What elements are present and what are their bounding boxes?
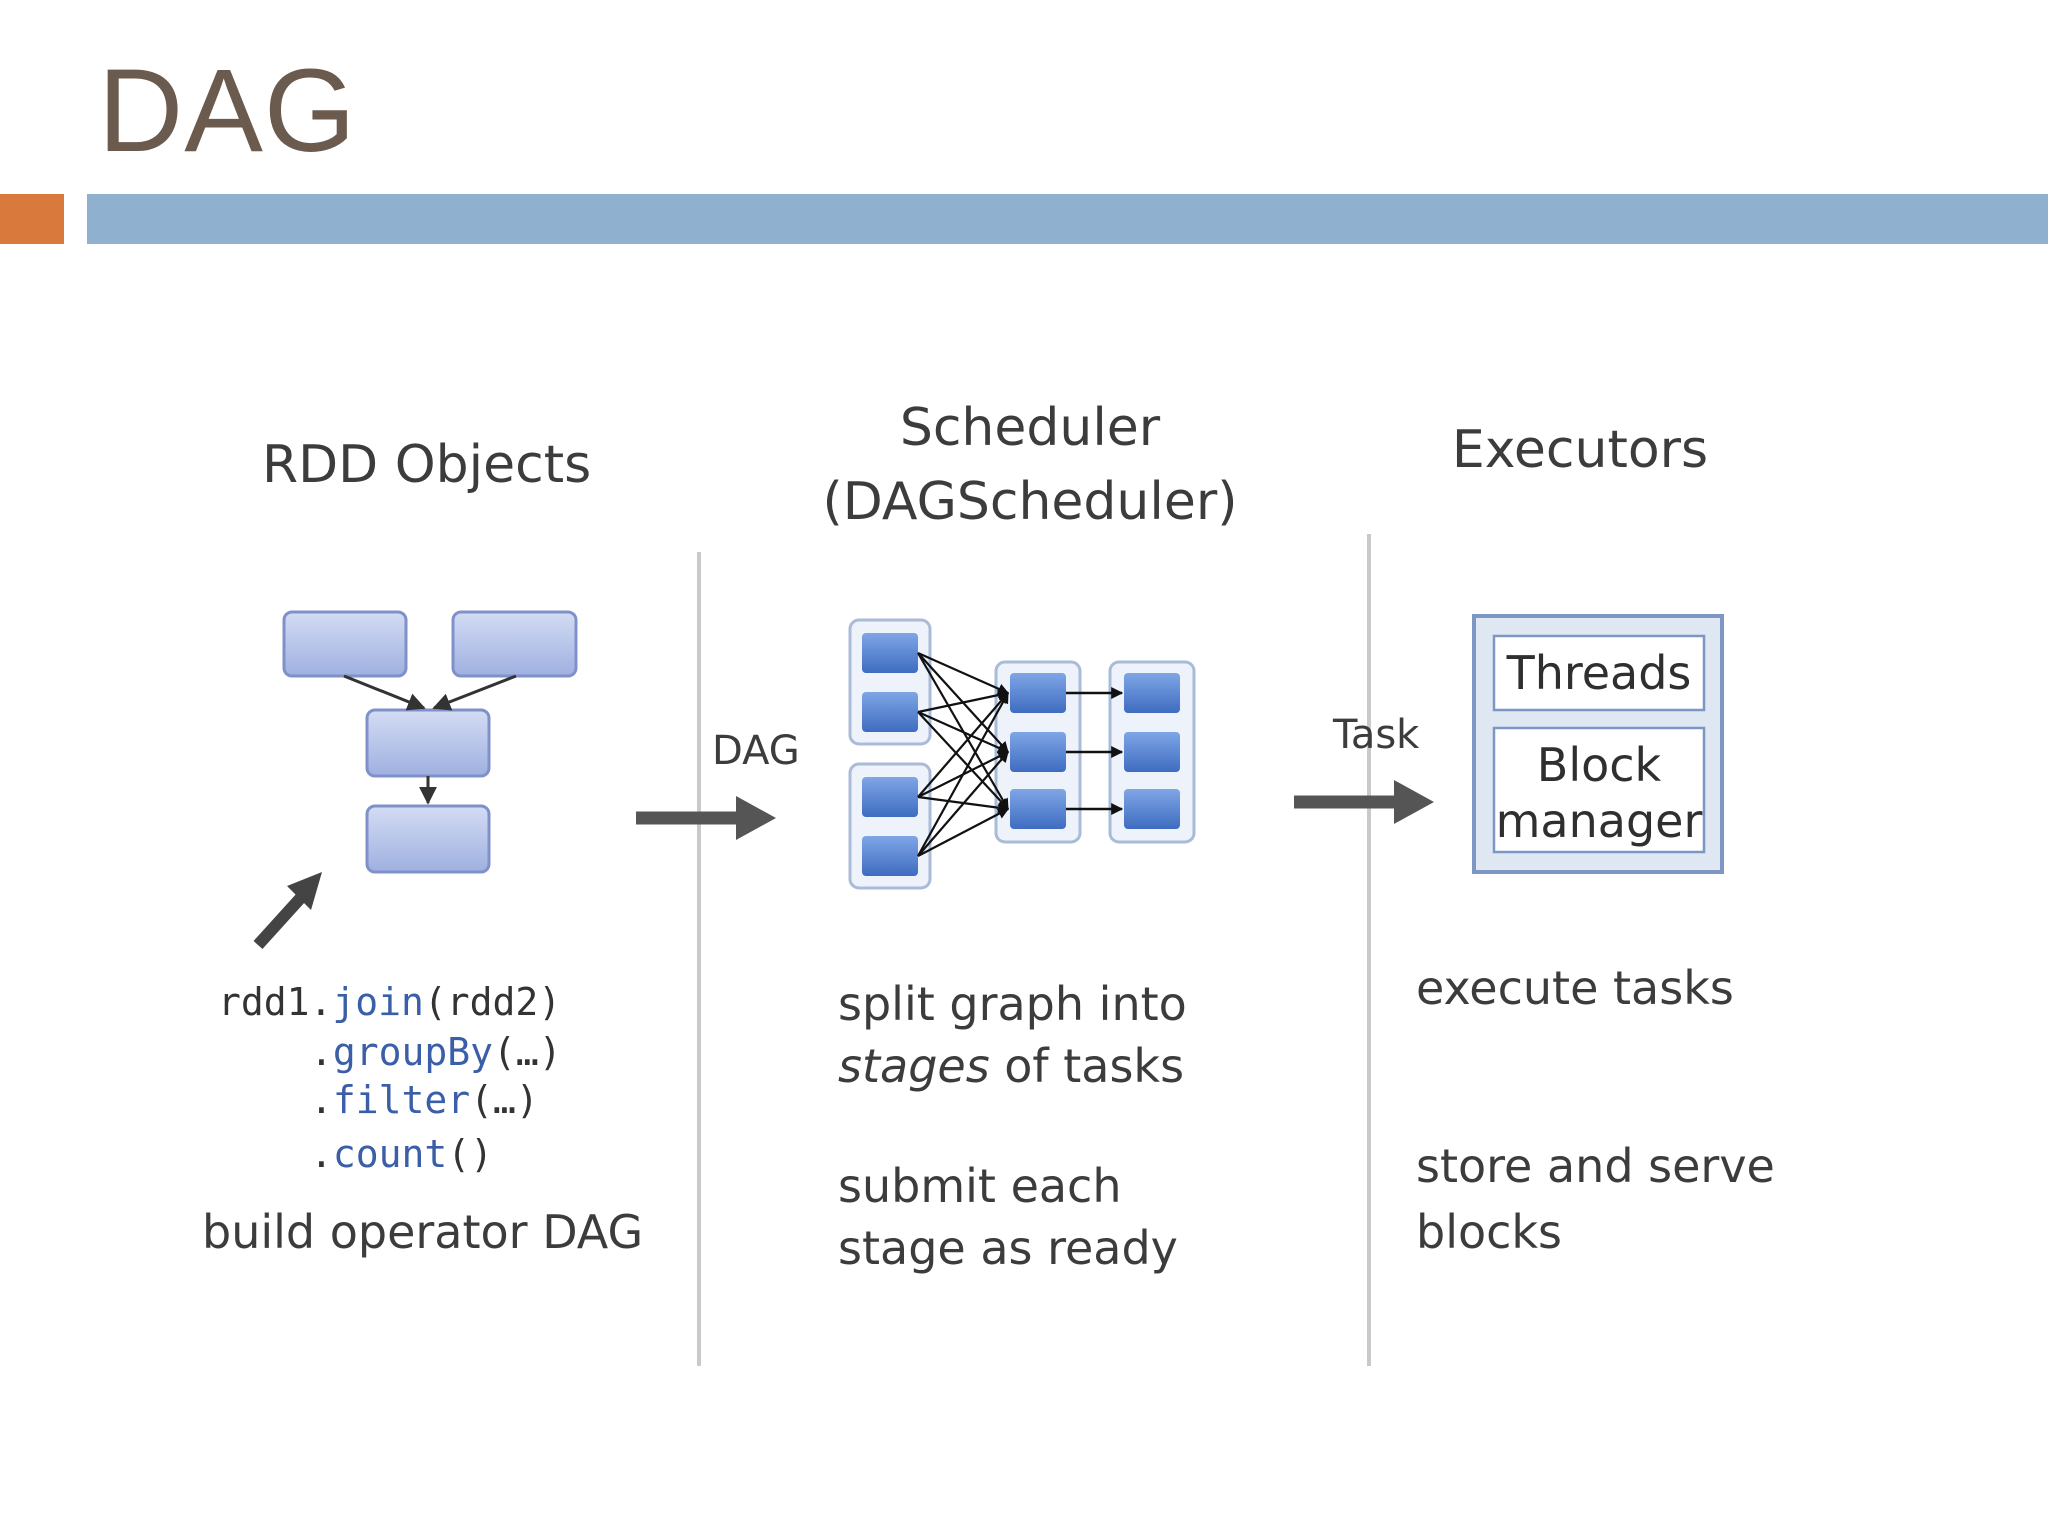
task-2a (862, 777, 918, 817)
code-dot: . (310, 1030, 333, 1074)
code-method-groupby: groupBy (332, 1030, 494, 1074)
scheduler-caption-split-line1: split graph into (838, 977, 1187, 1031)
task-1b (862, 692, 918, 732)
code-pointer-arrow-shaft (253, 887, 311, 950)
code-pointer-arrow-head (287, 872, 322, 910)
executor-caption-store-line2: blocks (1416, 1205, 1563, 1259)
rdd-caption: build operator DAG (202, 1205, 644, 1259)
rdd-code-line-3: .filter(…) (310, 1076, 539, 1124)
block-manager-box (1492, 726, 1706, 854)
rdd-node-source-1 (282, 610, 408, 678)
column-divider-left (697, 552, 701, 1366)
threads-label: Threads (1506, 646, 1692, 700)
code-args-count: () (447, 1132, 494, 1176)
rdd-objects-heading: RDD Objects (262, 435, 592, 495)
rdd-edge-2 (432, 674, 517, 711)
scheduler-heading-line2: (DAGScheduler) (822, 472, 1238, 532)
scheduler-heading-line1: Scheduler (899, 398, 1161, 458)
rdd-node-result (365, 804, 491, 874)
code-receiver: rdd1. (218, 980, 333, 1024)
shuffle-edges (917, 651, 1010, 857)
executor-caption-store-line1: store and serve (1416, 1139, 1775, 1193)
scheduler-caption-split-line2: stages of tasks (838, 1034, 1184, 1098)
threads-box (1492, 634, 1706, 712)
task-2b (862, 836, 918, 876)
stages-emphasis: stages (838, 1039, 990, 1093)
title-accent-bar (0, 194, 64, 244)
slide-title: DAG (98, 45, 357, 177)
code-args-groupby: (…) (493, 1030, 562, 1074)
rdd-node-source-2 (451, 610, 578, 678)
dag-arrow (636, 796, 776, 840)
rdd-code-line-4: .count() (310, 1130, 493, 1178)
column-divider-right (1367, 534, 1371, 1366)
scheduler-caption-submit-line2: stage as ready (838, 1221, 1178, 1275)
task-4a (1124, 673, 1180, 713)
code-method-count: count (332, 1132, 448, 1176)
code-dot: . (310, 1078, 333, 1122)
task-3a (1010, 673, 1066, 713)
dag-arrow-label: DAG (712, 728, 800, 774)
code-args-filter: (…) (470, 1078, 539, 1122)
executors-heading: Executors (1451, 420, 1709, 480)
code-args-join: (rdd2) (423, 980, 562, 1024)
title-rule-bar (87, 194, 2048, 244)
rdd-code-line-2: .groupBy(…) (310, 1028, 562, 1076)
rdd-edge-1 (343, 674, 426, 711)
task-4c (1124, 789, 1180, 829)
block-manager-label-line2: manager (1495, 794, 1703, 848)
code-dot: . (310, 1132, 333, 1176)
task-1a (862, 633, 918, 673)
scheduler-stage-graph (848, 618, 1196, 890)
executor-box (1472, 614, 1724, 874)
executor-caption-execute: execute tasks (1416, 961, 1734, 1015)
task-arrow (1294, 780, 1434, 824)
scheduler-caption-submit-line1: submit each (838, 1159, 1122, 1213)
block-manager-label-line1: Block (1536, 738, 1662, 792)
task-4b (1124, 732, 1180, 772)
rdd-graph (253, 610, 578, 950)
task-arrow-label: Task (1333, 712, 1420, 758)
code-method-join: join (332, 980, 424, 1024)
task-3c (1010, 789, 1066, 829)
code-method-filter: filter (332, 1078, 471, 1122)
narrow-edges (1066, 687, 1124, 815)
rdd-code-line-1: rdd1.join(rdd2) (218, 978, 561, 1026)
task-3b (1010, 732, 1066, 772)
scheduler-caption-split-rest: of tasks (989, 1039, 1185, 1093)
rdd-node-join (365, 708, 491, 778)
